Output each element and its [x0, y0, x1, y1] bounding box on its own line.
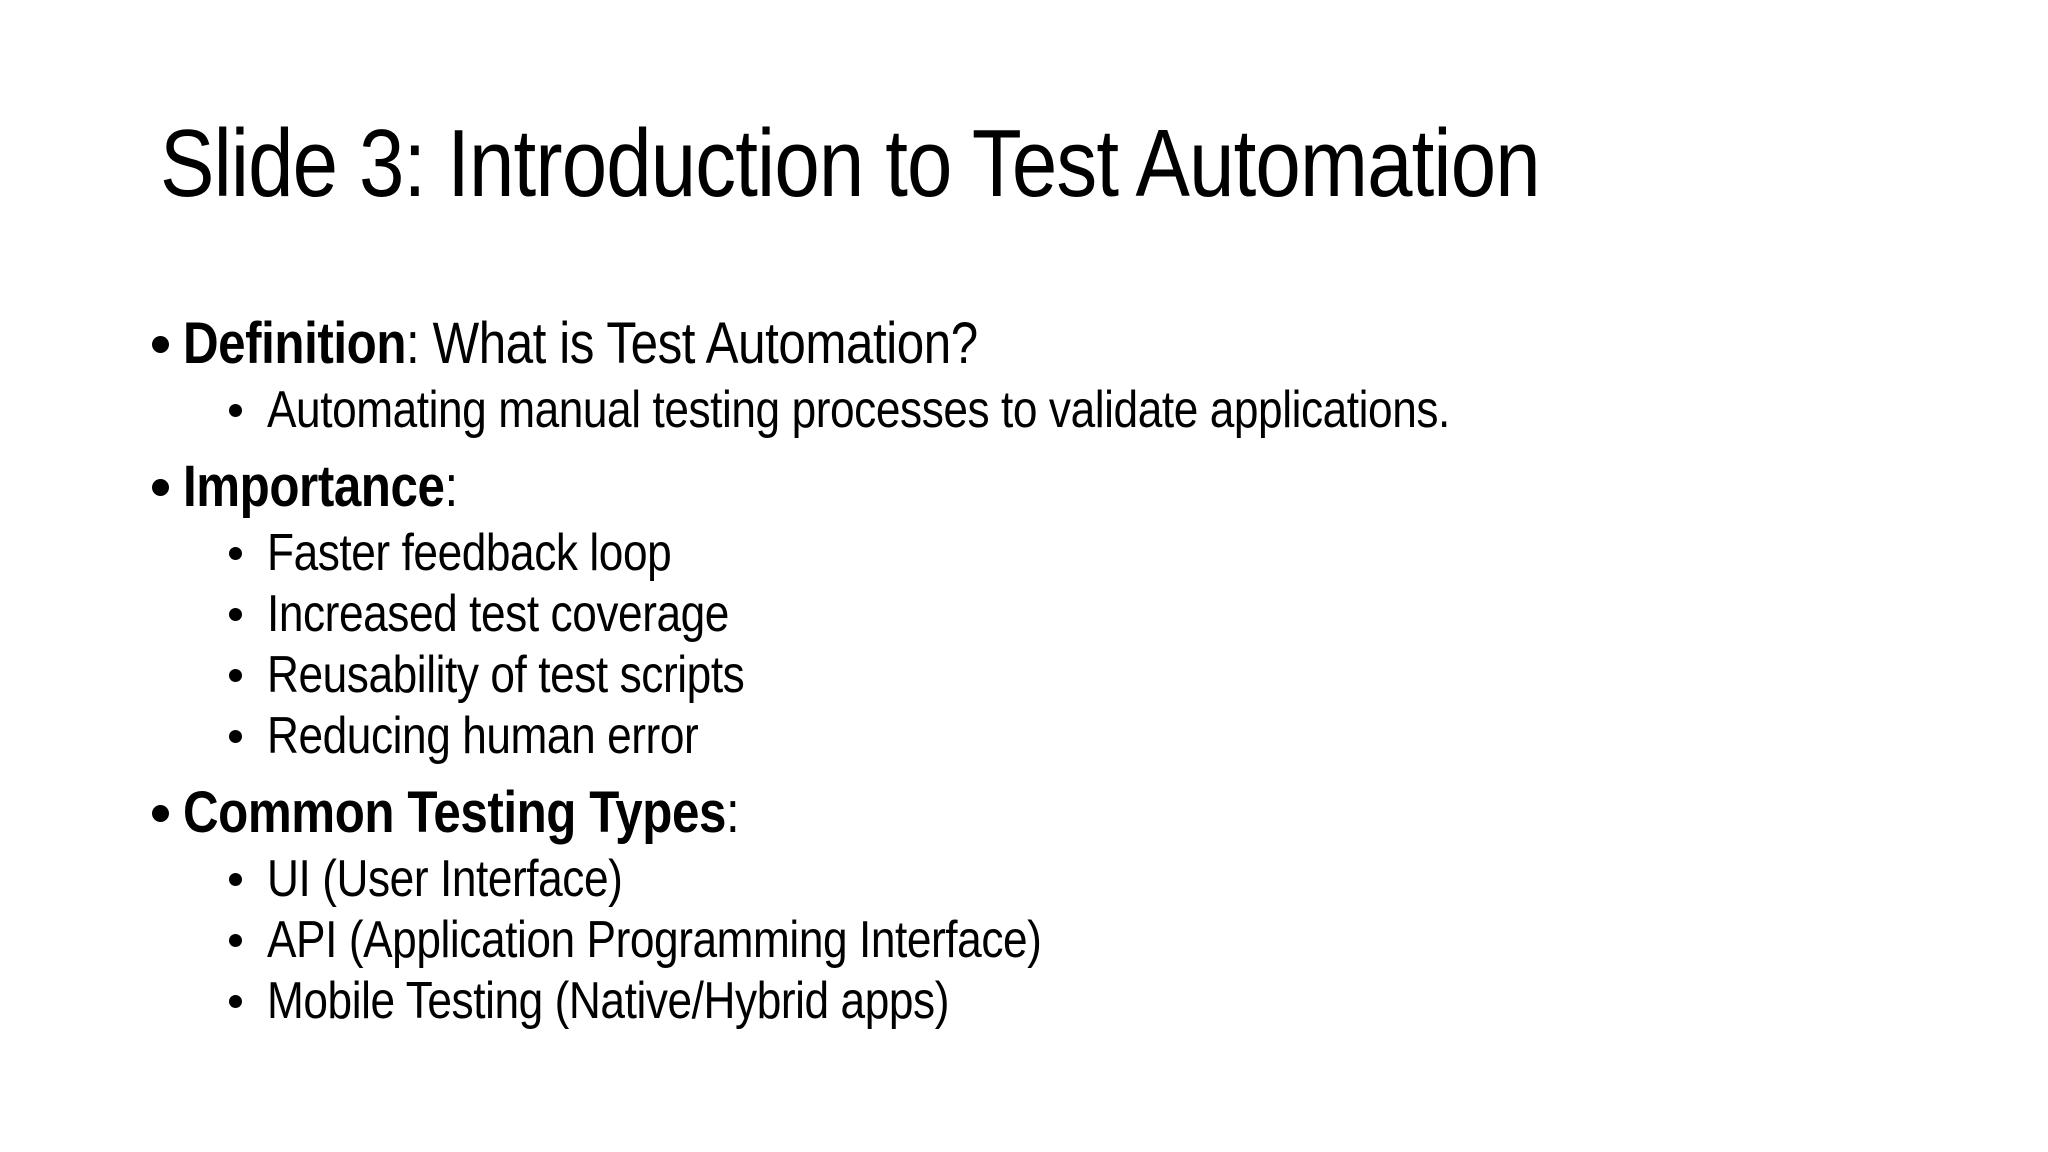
- bullet-text: Increased test coverage: [267, 584, 729, 645]
- list-item: Reusability of test scripts: [0, 645, 2048, 706]
- bullet-list: Definition: What is Test Automation?Auto…: [0, 308, 2048, 1032]
- bullet-text: Reducing human error: [267, 706, 699, 767]
- bullet-text: Importance:: [183, 451, 458, 523]
- bullet-dot: [229, 608, 242, 621]
- bullet-text: Automating manual testing processes to v…: [267, 380, 1450, 441]
- bullet-text-bold-run: Definition: [183, 311, 407, 376]
- bullet-dot: [229, 547, 242, 560]
- bullet-dot: [229, 730, 242, 743]
- bullet-text: Common Testing Types:: [183, 777, 740, 849]
- bullet-text-run: :: [725, 780, 740, 845]
- list-item: Common Testing Types:: [0, 777, 2048, 849]
- bullet-dot: [229, 873, 242, 886]
- bullet-text: Mobile Testing (Native/Hybrid apps): [267, 971, 949, 1032]
- bullet-text-run: UI (User Interface): [267, 850, 623, 908]
- slide-title: Slide 3: Introduction to Test Automation: [160, 110, 1541, 217]
- bullet-text-run: Mobile Testing (Native/Hybrid apps): [267, 972, 949, 1030]
- bullet-text: Faster feedback loop: [267, 523, 672, 584]
- bullet-dot: [229, 934, 242, 947]
- list-item: API (Application Programming Interface): [0, 910, 2048, 971]
- bullet-text-run: Reusability of test scripts: [267, 646, 745, 704]
- list-item: Automating manual testing processes to v…: [0, 380, 2048, 441]
- list-item: Increased test coverage: [0, 584, 2048, 645]
- bullet-dot: [229, 404, 242, 417]
- bullet-text-bold-run: Common Testing Types: [183, 780, 726, 845]
- list-item: UI (User Interface): [0, 849, 2048, 910]
- bullet-text: Definition: What is Test Automation?: [183, 308, 978, 380]
- bullet-text-run: Increased test coverage: [267, 585, 729, 643]
- bullet-text-run: Reducing human error: [267, 707, 699, 765]
- bullet-text-run: :: [444, 454, 458, 519]
- list-item: Reducing human error: [0, 706, 2048, 767]
- bullet-dot: [229, 669, 242, 682]
- list-item: Mobile Testing (Native/Hybrid apps): [0, 971, 2048, 1032]
- list-item: Definition: What is Test Automation?: [0, 308, 2048, 380]
- bullet-text-run: API (Application Programming Interface): [267, 911, 1042, 969]
- bullet-text-run: Automating manual testing processes to v…: [267, 381, 1450, 439]
- bullet-dot: [152, 335, 169, 353]
- bullet-dot: [152, 804, 169, 822]
- bullet-text: Reusability of test scripts: [267, 645, 745, 706]
- bullet-text-bold-run: Importance: [183, 454, 445, 519]
- bullet-text: API (Application Programming Interface): [267, 910, 1042, 971]
- bullet-text-run: : What is Test Automation?: [406, 311, 978, 376]
- list-item: Importance:: [0, 451, 2048, 523]
- bullet-dot: [229, 995, 242, 1008]
- bullet-text: UI (User Interface): [267, 849, 623, 910]
- bullet-dot: [152, 478, 169, 496]
- bullet-text-run: Faster feedback loop: [267, 524, 672, 582]
- list-item: Faster feedback loop: [0, 523, 2048, 584]
